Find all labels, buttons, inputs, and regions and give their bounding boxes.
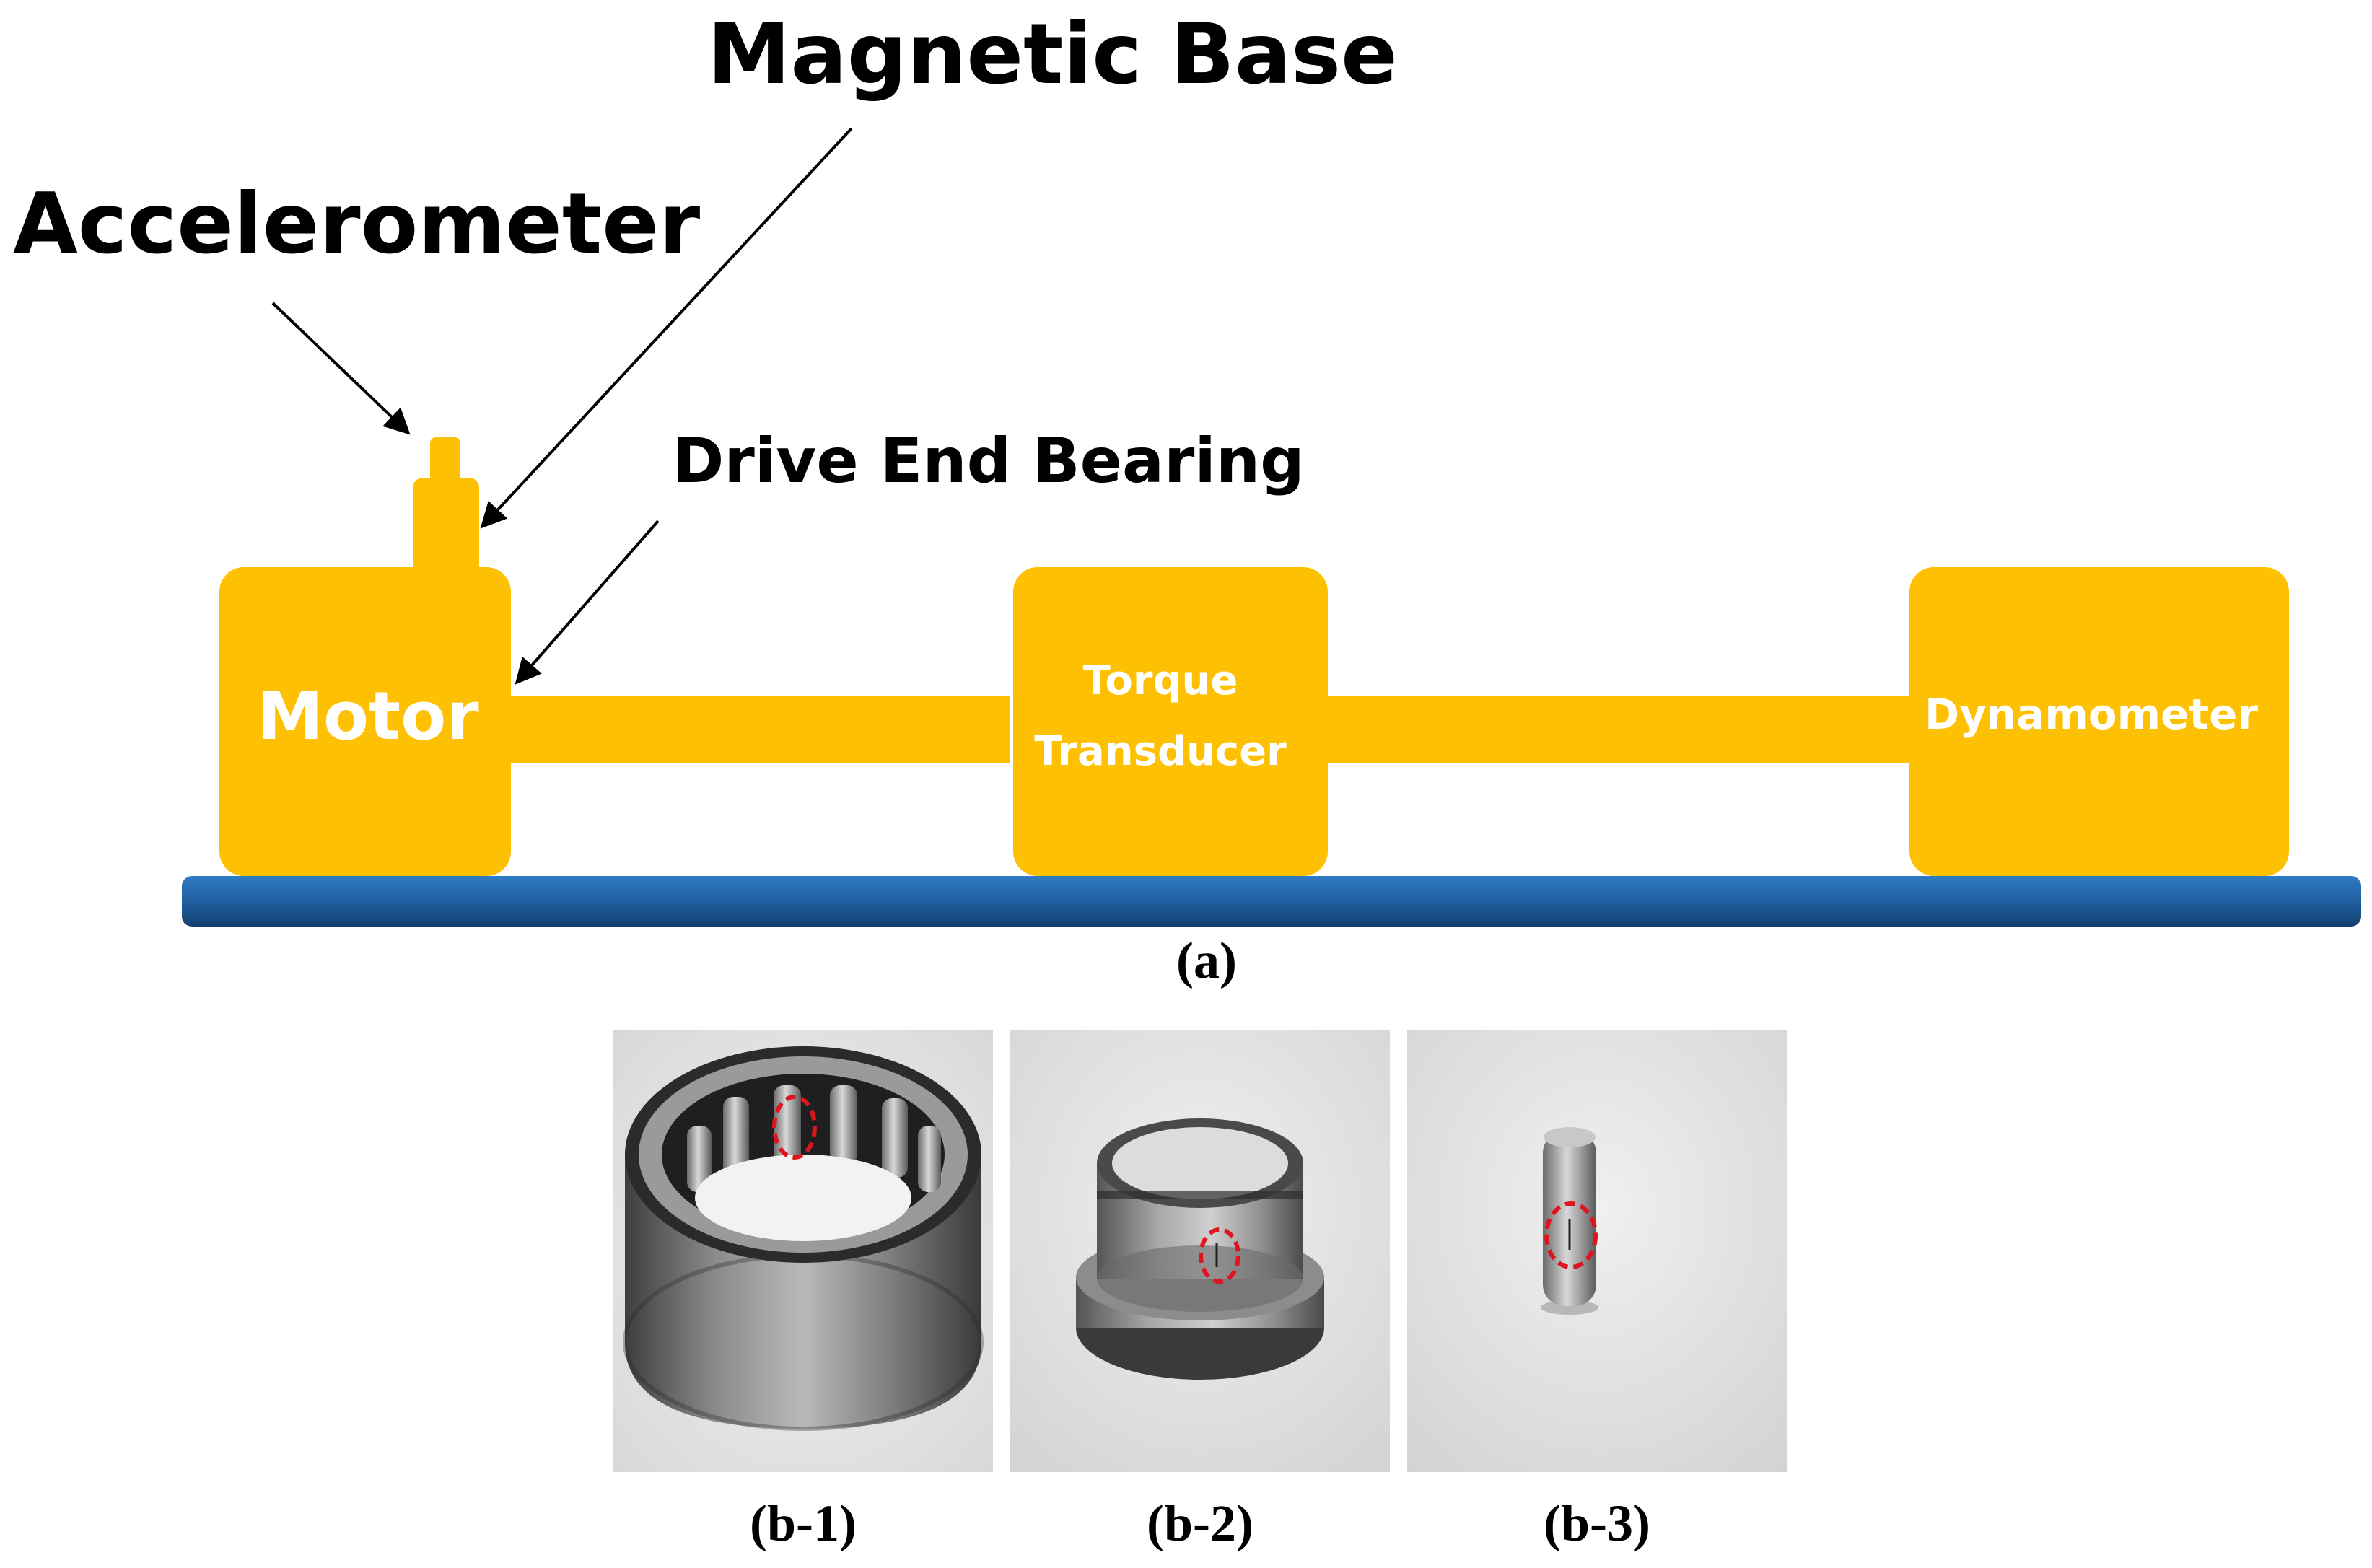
motor-shaft	[505, 696, 1010, 763]
motor-label: Motor	[257, 678, 479, 755]
torque-transducer-box	[1013, 567, 1328, 876]
caption-a: (a)	[1176, 932, 1237, 989]
torque-label-line2: Transducer	[1034, 728, 1287, 775]
fault-marker-b1	[772, 1095, 817, 1160]
accelerometer-label: Accelerometer	[13, 175, 700, 273]
photo-b3-roller	[1407, 1030, 1787, 1472]
caption-b2: (b-2)	[1147, 1494, 1253, 1552]
drive-end-bearing-arrow	[515, 520, 660, 685]
torque-label-line1: Torque	[1083, 657, 1238, 704]
fault-marker-b2	[1199, 1227, 1240, 1284]
magnetic-base	[413, 478, 479, 579]
accelerometer-arrow	[271, 302, 411, 435]
photo-b2-inner-ring	[1010, 1030, 1390, 1472]
dynamometer-box	[1909, 567, 2289, 876]
magnetic-base-arrow	[480, 127, 853, 529]
fault-marker-b3	[1544, 1201, 1598, 1269]
motor-box	[219, 567, 511, 876]
caption-b3: (b-3)	[1544, 1494, 1650, 1552]
accelerometer-sensor	[430, 437, 460, 482]
dynamometer-label: Dynamometer	[1925, 690, 2258, 739]
drive-end-bearing-label: Drive End Bearing	[673, 425, 1305, 497]
caption-b1: (b-1)	[750, 1494, 857, 1552]
base-rail	[182, 876, 2361, 927]
photo-b1-bearing	[613, 1030, 993, 1472]
dynamometer-shaft	[1328, 696, 1909, 763]
magnetic-base-label: Magnetic Base	[707, 6, 1398, 103]
